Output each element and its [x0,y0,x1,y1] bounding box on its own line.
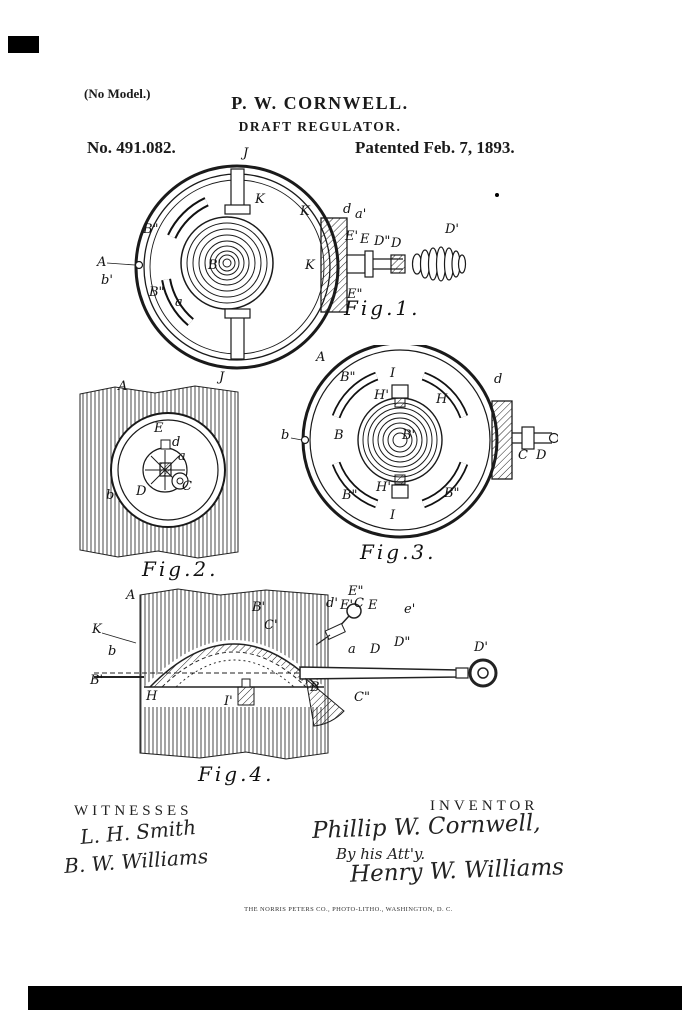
ref-label: K [91,622,103,637]
inventor-heading: INVENTOR [430,798,539,814]
no-model-note: (No Model.) [84,86,151,101]
ref-label: E [367,598,378,613]
printer-line: THE NORRIS PETERS CO., PHOTO-LITHO., WAS… [244,906,453,913]
patent-number: No. 491.082. [87,138,176,157]
ref-label: B" [339,370,356,385]
ref-label: B [333,428,344,443]
ref-label: H' [373,388,389,403]
ref-label: H' [375,480,391,495]
ref-label: E' [344,229,358,244]
ref-label: d [172,435,180,450]
ref-label: a [178,449,186,464]
ref-label: d' [326,596,338,611]
ref-label: d [494,372,502,387]
ref-label: E' [339,598,353,613]
fig2-drawing: A E d a C D b [79,379,239,559]
ref-label: D [135,484,147,499]
ref-label: D" [373,234,390,249]
inventor-signature: Phillip W. Cornwell, [311,810,541,844]
ref-label: e' [404,602,415,617]
scan-artifact-bottom-bar [28,986,682,1010]
ref-label: A [125,588,135,603]
ref-label: B' [401,428,415,443]
ref-label: H [145,689,158,704]
ref-label: E [153,421,164,436]
ref-label: a' [355,207,366,222]
ref-label: C [182,479,192,494]
fig2-caption: Fig.2. [142,557,219,581]
ref-label: D [390,236,402,251]
ref-label: B" [142,222,159,237]
ref-label: a [175,295,183,310]
ref-label: D' [444,222,459,237]
ref-label: B" [443,486,460,501]
ref-label: A [315,350,325,365]
ref-label: b [106,488,114,503]
ref-label: K [299,204,311,219]
ref-label: C [518,448,528,463]
ref-label: B' [89,673,103,688]
ref-label: D [369,642,381,657]
witness-signature-2: B. W. Williams [63,844,209,878]
ref-label: b [281,428,289,443]
ref-label: C" [354,690,370,705]
ref-label: E" [346,287,362,302]
fig4-caption: Fig.4. [198,762,275,786]
ref-label: J [240,146,249,161]
ref-label: a [348,642,356,657]
fig1-caption: Fig.1. [344,296,421,320]
fig4-drawing: A K b B' C' B' H I' B C" E" d' E' C E e'… [89,584,498,760]
ref-label: I [389,508,396,523]
ref-label: D" [393,635,410,650]
patent-date: Patented Feb. 7, 1893. [355,138,515,157]
attorney-line: By his Att'y. [336,845,426,863]
inventor-name-header: P. W. CORNWELL. [231,93,409,113]
ref-label: C [354,596,364,611]
fig3-drawing: A B" I H' H B' B b d C D B" B" H' I [281,345,558,539]
fig3-caption: Fig.3. [360,540,437,564]
ref-label: D' [473,640,488,655]
ref-label: J [216,370,225,385]
witnesses-heading: WITNESSES [74,803,193,819]
witness-signature-1: L. H. Smith [79,814,197,850]
ref-label: A [117,379,127,394]
ref-label: B" [341,488,358,503]
ref-label: H [435,392,448,407]
ref-label: I [389,366,396,381]
ref-label: A [96,255,106,270]
ref-label: K [304,258,316,273]
ref-label: I' [223,694,233,709]
ref-label: B' [251,600,265,615]
ref-label: E [359,232,370,247]
ref-label: B" [148,285,165,300]
ref-label: D [535,448,547,463]
ref-label: E" [347,584,363,599]
ref-label: B [309,680,320,695]
ref-label: C' [264,618,278,633]
ref-label: K [254,192,266,207]
patent-title: DRAFT REGULATOR. [238,119,402,134]
ref-label: d [343,202,351,217]
ref-label: b [108,644,116,659]
fig1-drawing: J K K K B" B' A b' B" a J d a' E' E D" D… [96,146,467,385]
ref-label: B' [207,258,221,273]
scan-artifact-topleft [8,36,39,53]
ref-label: b' [101,273,113,288]
scan-artifact-dot [495,193,499,197]
